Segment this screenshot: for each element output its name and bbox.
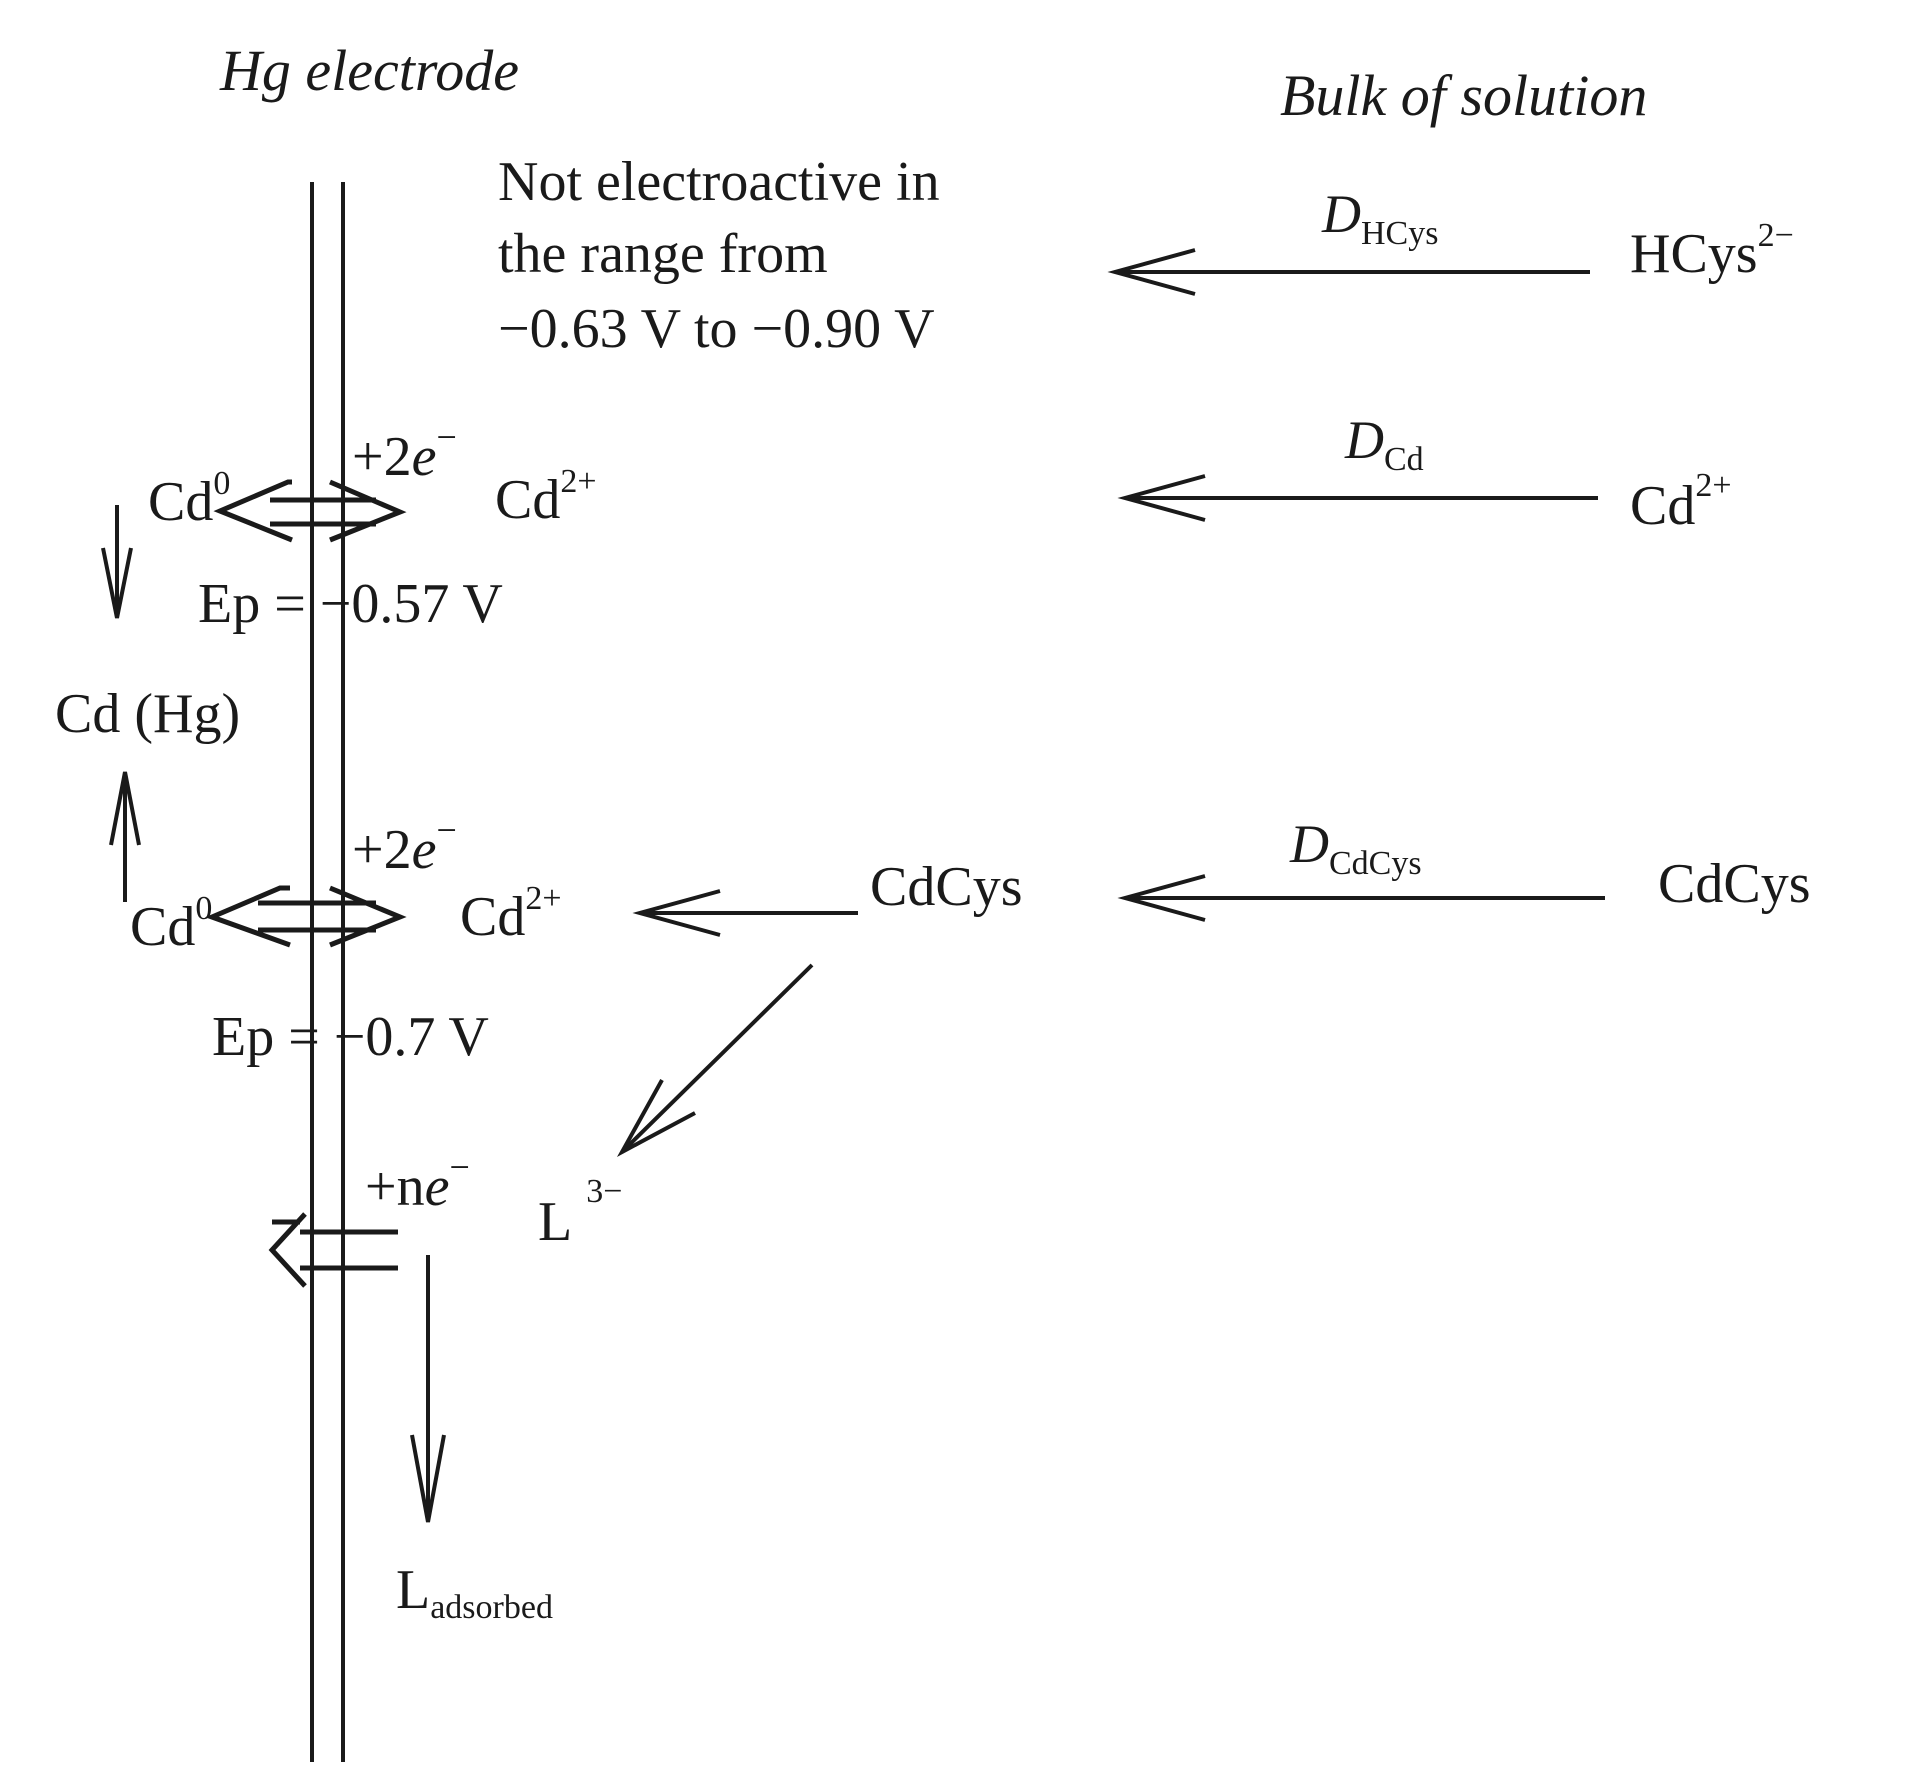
double-arrow-right-1 — [316, 479, 407, 543]
double-arrow-right-2 — [258, 885, 407, 948]
hcys-diffusion-arrowhead — [1107, 248, 1196, 296]
cdcys-diffusion: DCdCys CdCys — [1117, 814, 1811, 922]
d-hcys-label: DHCys — [1321, 184, 1438, 252]
cd-reduction-reaction-2: CdCys +2e− Cd2+ Cd0 Ep = −0.7 V — [130, 810, 1023, 1068]
cd-reduction-reaction-1: +2e− Cd2+ Cd0 Ep = −0.57 V — [148, 417, 597, 635]
diagonal-arrow-shaft — [620, 963, 814, 1154]
hcys-bulk-species: HCys2− — [1630, 217, 1794, 285]
peak-potential-1: Ep = −0.57 V — [198, 573, 503, 635]
cd2plus-electrode-2: Cd2+ — [460, 880, 562, 948]
amalgam-from-cd0-arrow — [109, 771, 141, 902]
cdcys-surface-complex: CdCys — [870, 856, 1023, 918]
d-cd-label: DCd — [1344, 410, 1424, 478]
double-arrow-left-1 — [213, 479, 360, 543]
dissociation-arrowhead — [632, 889, 721, 937]
cd0-to-amalgam-arrow — [101, 505, 133, 619]
not-electroactive-note: Not electroactive in the range from −0.6… — [498, 151, 940, 360]
down-arrowhead — [101, 547, 133, 619]
up-arrowhead — [109, 771, 141, 846]
cd-bulk-species: Cd2+ — [1630, 467, 1732, 537]
adsorption-arrowhead — [410, 1434, 446, 1523]
electrode-header: Hg electrode — [219, 38, 519, 103]
peak-potential-2: Ep = −0.7 V — [212, 1006, 489, 1068]
adsorbed-ligand: Ladsorbed — [396, 1559, 553, 1626]
ligand-release-arrow — [616, 963, 814, 1157]
electrons-2e-label-2: +2e− — [352, 810, 457, 881]
cd-diffusion-arrowhead — [1117, 474, 1206, 522]
cd-amalgam-label: Cd (Hg) — [55, 683, 240, 745]
note-line-2: the range from — [498, 223, 828, 285]
hcys-diffusion: DHCys HCys2− — [1107, 184, 1794, 296]
note-line-1: Not electroactive in — [498, 151, 940, 213]
d-cdcys-label: DCdCys — [1289, 814, 1422, 882]
diagonal-arrowhead — [616, 1079, 696, 1157]
double-arrow-left-2 — [205, 885, 291, 948]
electrode-surface — [310, 182, 345, 1762]
electrons-ne-label: +ne− — [365, 1147, 470, 1218]
cd0-label-1: Cd0 — [148, 465, 230, 533]
electron-transfer-arrow — [268, 1212, 398, 1288]
electrons-2e-label-1: +2e− — [352, 417, 457, 488]
cdcys-diffusion-arrowhead — [1117, 874, 1206, 922]
cd-diffusion: DCd Cd2+ — [1117, 410, 1732, 537]
note-line-3: −0.63 V to −0.90 V — [498, 298, 935, 360]
cdcys-bulk-species: CdCys — [1658, 853, 1811, 915]
cd2plus-electrode-1: Cd2+ — [495, 463, 597, 531]
cd0-label-2: Cd0 — [130, 890, 212, 958]
bulk-header: Bulk of solution — [1280, 63, 1647, 128]
